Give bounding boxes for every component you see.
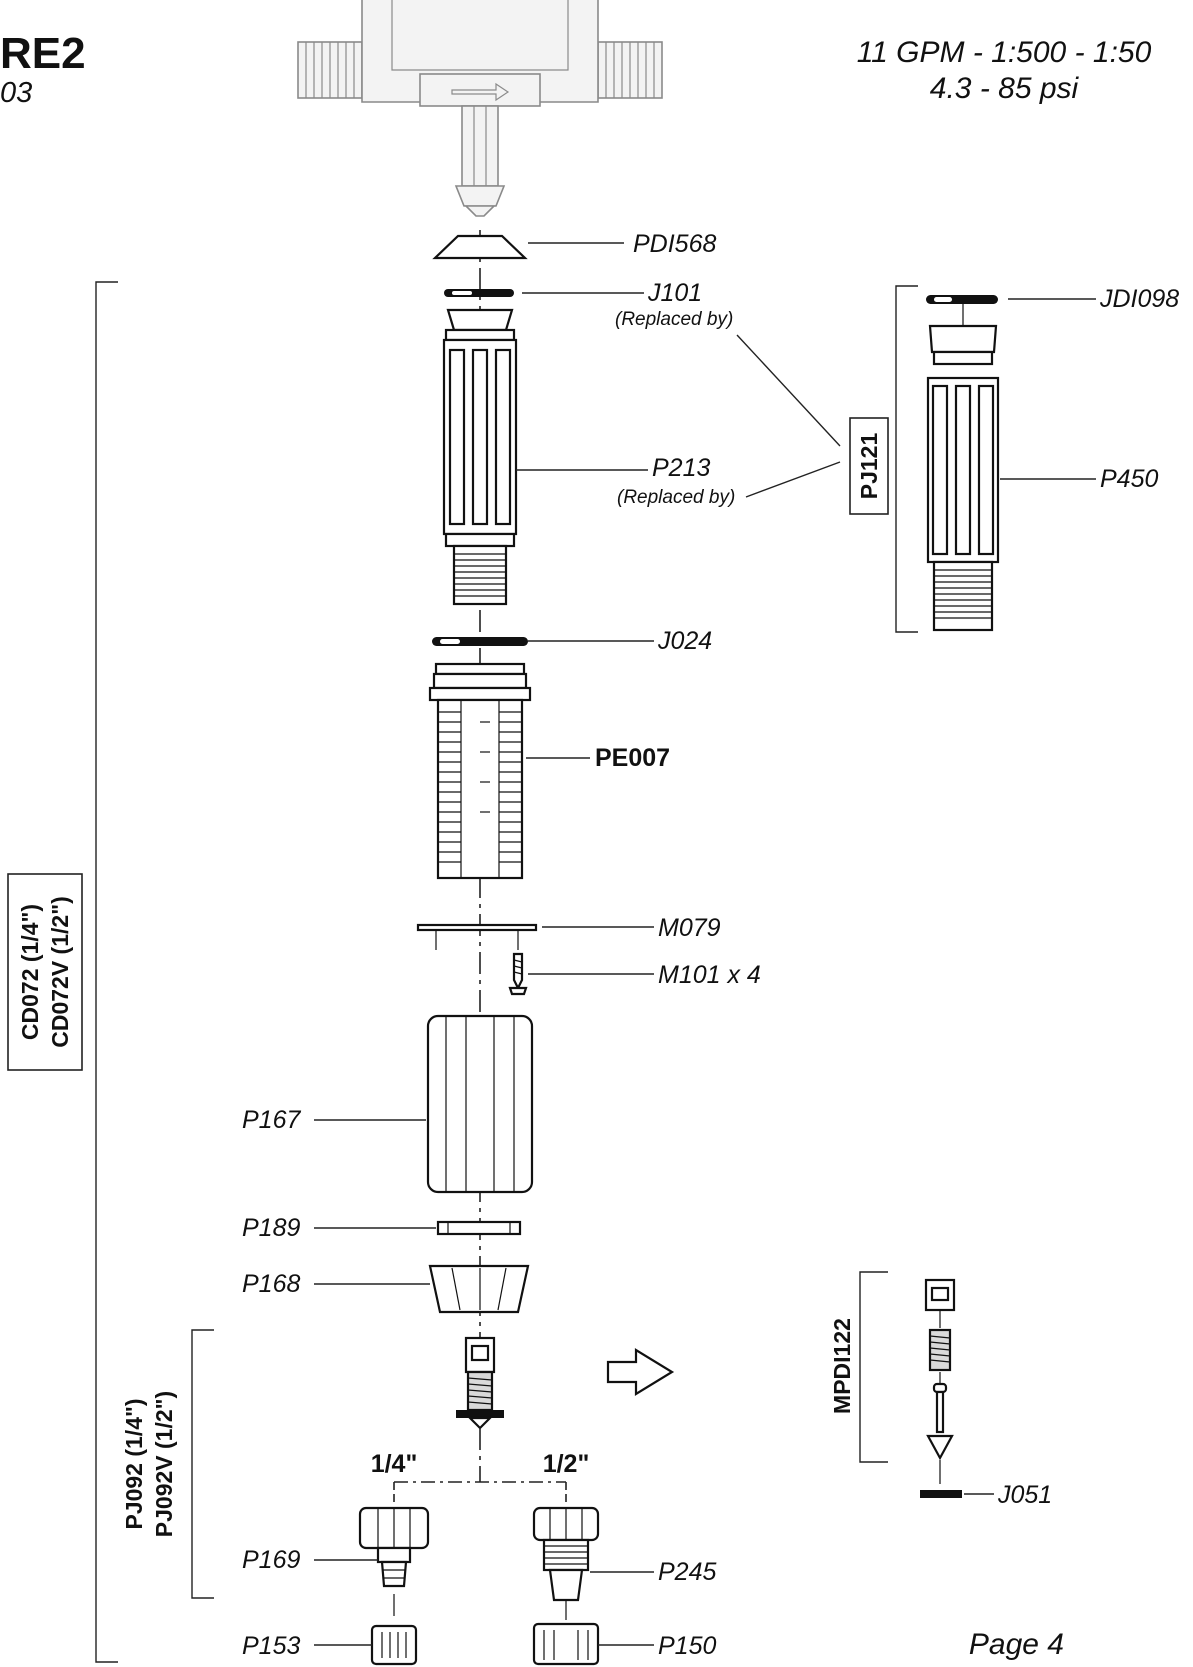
part-p189 [436, 1220, 522, 1236]
spec-flow-ratio: 11 GPM - 1:500 - 1:50 [857, 36, 1152, 69]
label-pj121: PJ121 [856, 433, 882, 500]
part-p168 [428, 1264, 530, 1314]
direction-arrow-icon [606, 1348, 675, 1396]
label-cd072: CD072 (1/4") [17, 904, 43, 1040]
label-p213: P213 [652, 454, 710, 482]
label-p245: P245 [658, 1558, 716, 1586]
label-pj092v: PJ092V (1/2") [151, 1391, 177, 1537]
bracket-cd072 [95, 281, 118, 1663]
label-p153: P153 [242, 1632, 300, 1660]
pump-body-ghost [297, 0, 663, 217]
label-j051: J051 [997, 1481, 1052, 1509]
label-p450: P450 [1100, 465, 1158, 493]
spec-pressure: 4.3 - 85 psi [930, 72, 1080, 105]
part-p245 [532, 1506, 600, 1620]
bracket-pj121 [895, 285, 918, 633]
label-mpdi122: MPDI122 [829, 1318, 855, 1414]
label-m079: M079 [658, 914, 721, 942]
part-pdi568 [432, 234, 528, 260]
size-quarter: 1/4" [371, 1450, 418, 1478]
label-pj092: PJ092 (1/4") [121, 1398, 147, 1529]
label-p169: P169 [242, 1546, 300, 1574]
bracket-mpdi122 [859, 1271, 888, 1463]
part-p167 [426, 1014, 534, 1194]
label-pe007: PE007 [595, 744, 670, 772]
page-number: Page 4 [969, 1628, 1064, 1661]
size-half: 1/2" [543, 1450, 590, 1478]
label-cd072v: CD072V (1/2") [47, 896, 73, 1048]
label-p150: P150 [658, 1632, 716, 1660]
kit-box-cd072 [7, 873, 83, 1071]
part-p213 [442, 308, 518, 606]
label-j024: J024 [657, 627, 712, 655]
label-p168: P168 [242, 1270, 300, 1298]
label-p213-note: (Replaced by) [617, 487, 735, 508]
label-j101: J101 [647, 279, 702, 307]
part-m079 [416, 923, 538, 932]
label-p167: P167 [242, 1106, 301, 1134]
part-p450 [926, 304, 1000, 632]
model-code: 03 [0, 77, 32, 109]
part-m101 [508, 952, 528, 996]
part-j051 [920, 1490, 962, 1498]
part-p153 [370, 1624, 418, 1666]
bracket-pj092 [191, 1329, 214, 1599]
label-jdi098: JDI098 [1099, 285, 1179, 313]
part-p169 [358, 1506, 430, 1616]
label-j101-note: (Replaced by) [615, 309, 733, 330]
part-mpdi122-valve [924, 1278, 956, 1484]
part-check-valve [456, 1336, 504, 1430]
label-m101: M101 x 4 [658, 961, 761, 989]
part-p150 [532, 1622, 600, 1666]
label-p189: P189 [242, 1214, 300, 1242]
label-pdi568: PDI568 [633, 230, 716, 258]
kit-box-pj121 [849, 417, 889, 515]
part-pe007 [428, 662, 532, 880]
model-title: RE2 [0, 29, 86, 78]
